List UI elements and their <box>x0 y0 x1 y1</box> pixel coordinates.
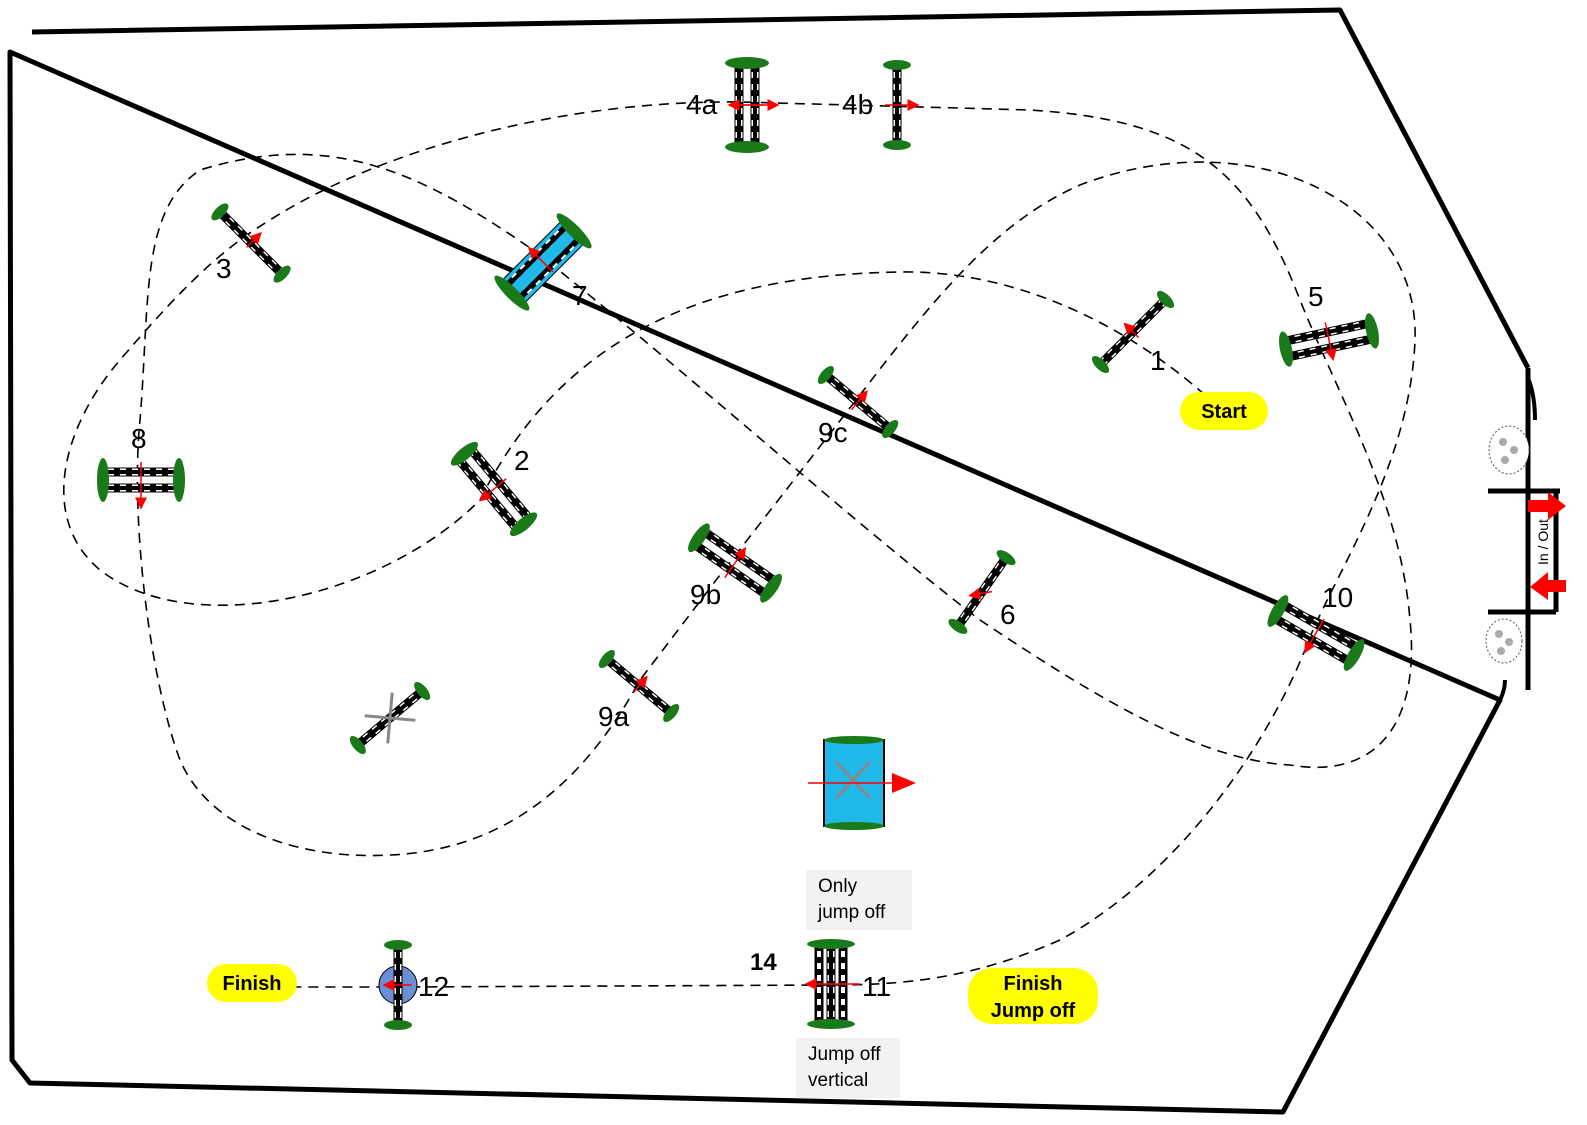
note-only-jump-off: Only jump off <box>806 870 912 930</box>
label-9c: 9c <box>818 417 848 448</box>
gate-decoration-top <box>1488 425 1530 475</box>
finish-jump-off-line1: Finish <box>1004 973 1063 995</box>
note-only-jump-off-line1: Only <box>818 876 858 897</box>
label-8: 8 <box>131 423 147 454</box>
note-jump-off-vertical-line1: Jump off <box>808 1044 881 1065</box>
finish-marker: Finish <box>207 964 297 1002</box>
fence-2 <box>450 441 538 537</box>
label-7: 7 <box>572 280 588 311</box>
gate-decoration-bottom <box>1485 618 1523 664</box>
label-9a: 9a <box>598 701 630 732</box>
label-4a: 4a <box>686 89 718 120</box>
note-jump-off-vertical: Jump off vertical <box>796 1038 900 1098</box>
label-11: 11 <box>862 971 891 1002</box>
arena-border-right-lower <box>1498 679 1507 701</box>
finish-label: Finish <box>223 973 282 995</box>
fence-9b <box>688 523 782 603</box>
start-marker: Start <box>1180 392 1268 430</box>
note-only-jump-off-line2: jump off <box>818 902 886 923</box>
fence-9a <box>598 649 680 723</box>
gate-arrows <box>1528 492 1566 600</box>
label-14: 14 <box>750 949 777 976</box>
label-2: 2 <box>514 445 530 476</box>
fence-8 <box>97 458 185 510</box>
arena-border-right-upper <box>1526 377 1537 421</box>
fence-1 <box>1091 290 1175 374</box>
course-path <box>62 101 1416 988</box>
label-9b: 9b <box>690 579 721 610</box>
water-jump <box>808 736 916 830</box>
start-label: Start <box>1201 401 1247 423</box>
fence-disabled <box>349 681 431 755</box>
label-12: 12 <box>418 971 449 1002</box>
gate-label: In / Out <box>1535 519 1551 565</box>
fence-5 <box>1279 313 1379 367</box>
fence-7 <box>494 213 592 311</box>
arena-border <box>7 7 1531 1115</box>
fence-6 <box>948 550 1016 634</box>
label-10: 10 <box>1322 582 1353 613</box>
fence-12 <box>378 940 418 1030</box>
fence-10 <box>1267 595 1365 671</box>
label-1: 1 <box>1150 345 1166 376</box>
fence-9c <box>817 365 899 439</box>
finish-jump-off-marker: Finish Jump off <box>968 968 1098 1024</box>
fence-3 <box>211 203 291 283</box>
finish-jump-off-line2: Jump off <box>991 1000 1076 1022</box>
gate: In / Out <box>1485 425 1566 664</box>
label-5: 5 <box>1308 281 1324 312</box>
label-4b: 4b <box>842 89 873 120</box>
label-6: 6 <box>1000 599 1016 630</box>
label-3: 3 <box>216 253 232 284</box>
note-jump-off-vertical-line2: vertical <box>808 1070 869 1091</box>
